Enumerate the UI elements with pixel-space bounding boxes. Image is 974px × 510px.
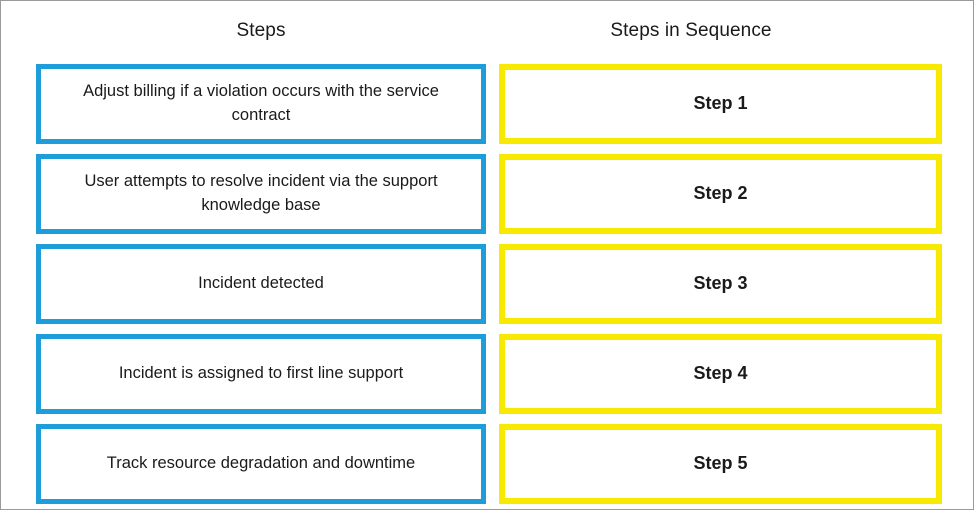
sequence-slot-2[interactable]: Step 2 [499,154,942,234]
step-source-item-3-label: Incident detected [198,274,324,293]
step-source-item-1-label: Adjust billing if a violation occurs wit… [83,82,439,124]
sequence-target-column: Step 1 Step 2 Step 3 Step 4 Step 5 [499,64,942,504]
step-source-item-4-label: Incident is assigned to first line suppo… [118,364,404,383]
step-source-item-3[interactable]: Incident detected [36,244,486,324]
column-header-steps-in-sequence: Steps in Sequence [610,20,772,41]
sequence-slot-3-label: Step 3 [693,273,748,294]
sequence-slot-1[interactable]: Step 1 [499,64,942,144]
step-source-item-2-label: User attempts to resolve incident via th… [84,172,438,214]
sequence-slot-3[interactable]: Step 3 [499,244,942,324]
sequence-slot-2-label: Step 2 [693,183,748,204]
step-source-item-4[interactable]: Incident is assigned to first line suppo… [36,334,486,414]
sequence-slot-5[interactable]: Step 5 [499,424,942,504]
step-source-item-2[interactable]: User attempts to resolve incident via th… [36,154,486,234]
column-header-steps: Steps [236,20,286,41]
sequence-slot-4[interactable]: Step 4 [499,334,942,414]
steps-source-column: Adjust billing if a violation occurs wit… [36,64,486,504]
sequence-slot-5-label: Step 5 [693,453,748,474]
sequence-slot-1-label: Step 1 [693,93,748,114]
step-source-item-1[interactable]: Adjust billing if a violation occurs wit… [36,64,486,144]
step-source-item-5-label: Track resource degradation and downtime [106,454,416,473]
sequence-slot-4-label: Step 4 [693,363,748,384]
step-source-item-5[interactable]: Track resource degradation and downtime [36,424,486,504]
